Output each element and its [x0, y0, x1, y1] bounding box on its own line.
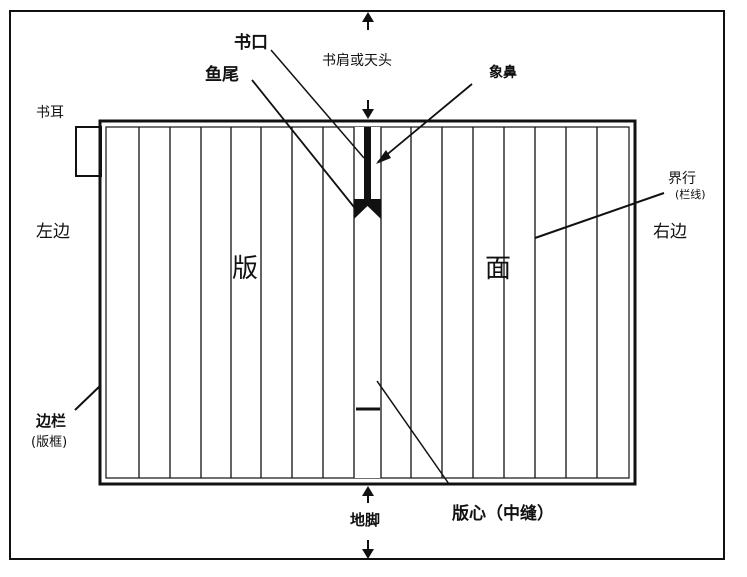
label-xiangbi: 象鼻 [489, 64, 517, 81]
elephant-nose-bar [364, 127, 371, 199]
label-youbian: 右边 [653, 222, 687, 242]
label-shujian: 书肩或天头 [322, 53, 392, 69]
column-lines [138, 127, 598, 478]
leader-banxin [376, 380, 450, 485]
label-bianlan: 边栏 [35, 412, 66, 430]
leader-jiehang [534, 192, 665, 239]
label-bianlan-sub: (版框) [31, 435, 67, 450]
frame-outer [98, 119, 637, 486]
label-jiehang-sub: (栏线) [675, 187, 706, 201]
label-shukou: 书口 [234, 33, 268, 53]
label-ban: 版 [232, 254, 258, 284]
label-shuer: 书耳 [36, 105, 64, 121]
label-banxin: 版心（中缝） [452, 503, 554, 524]
up-arrow-icon [362, 486, 374, 503]
book-ear-box [75, 126, 102, 177]
label-dijiao: 地脚 [350, 511, 380, 529]
up-arrow-icon [362, 12, 374, 30]
leader-bianlan [74, 384, 102, 411]
leader-shukou [270, 49, 365, 159]
fish-tail-mark [354, 199, 381, 219]
down-arrow-icon [362, 540, 374, 559]
label-jiehang: 界行 [668, 171, 696, 187]
label-mian: 面 [485, 254, 511, 284]
label-yuwei: 鱼尾 [205, 64, 239, 85]
leader-yuwei [251, 79, 359, 213]
down-arrow-icon [362, 100, 374, 119]
label-zuobian: 左边 [36, 222, 70, 242]
leader-xiangbi [376, 83, 473, 164]
page-border [9, 10, 725, 560]
